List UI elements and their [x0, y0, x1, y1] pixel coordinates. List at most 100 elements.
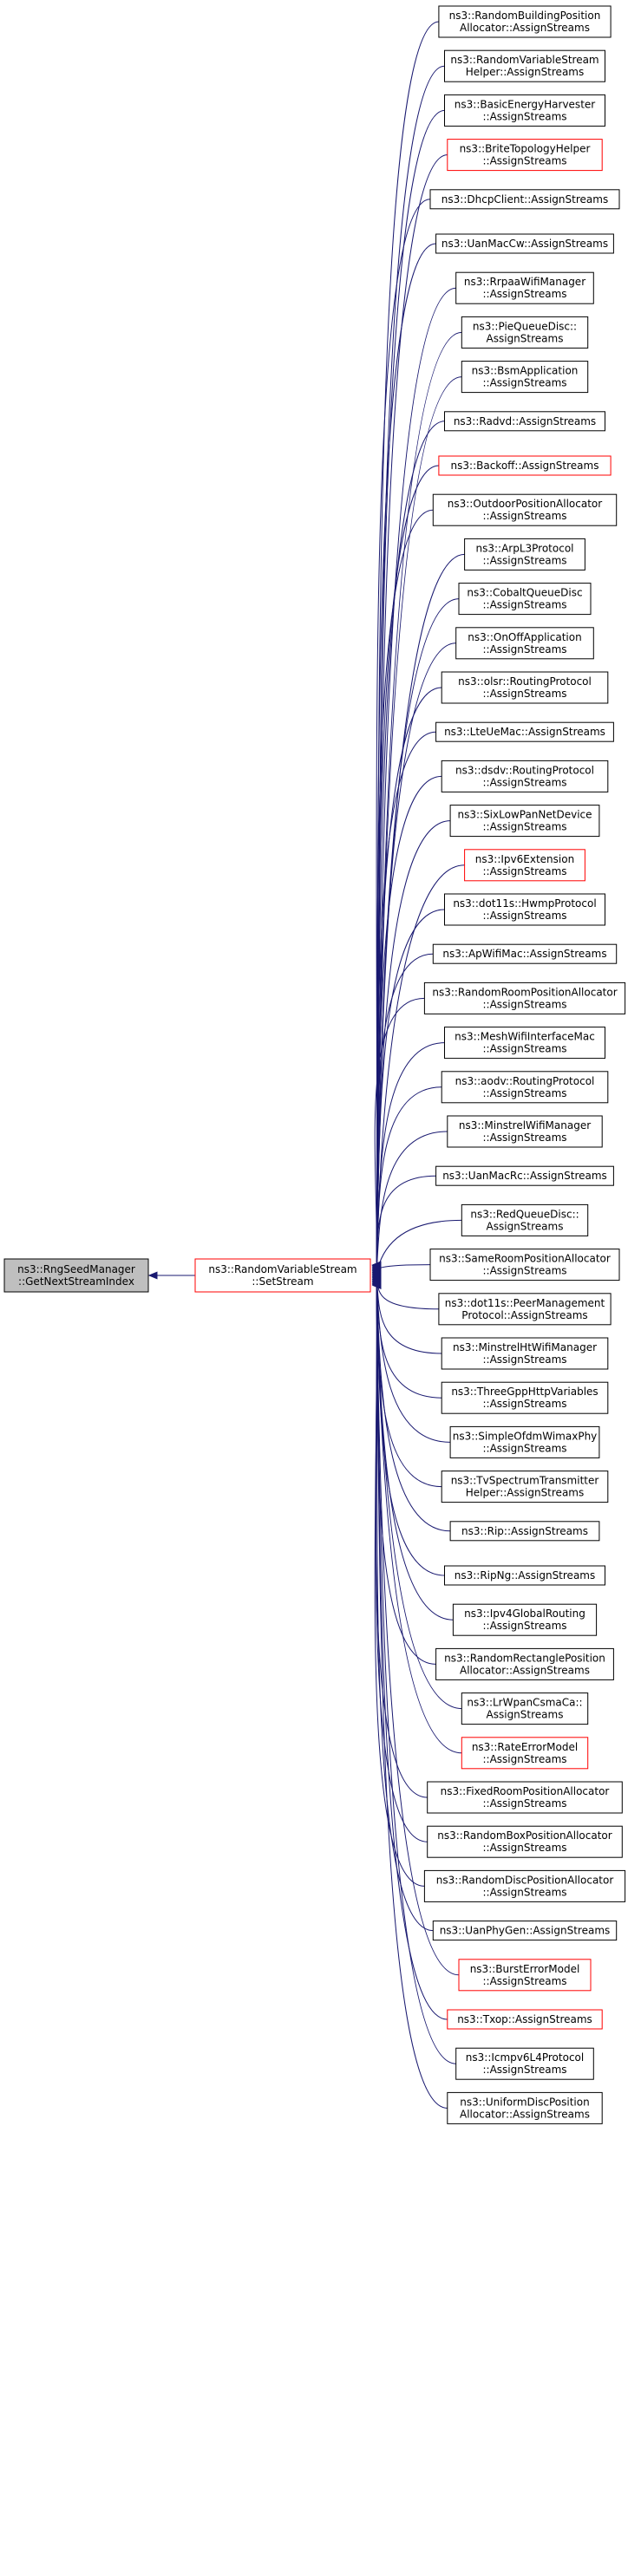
node-minstrelwifimanager-assignstreams[interactable]: ns3::MinstrelWifiManager::AssignStreams [447, 1115, 603, 1148]
node-backoff-assignstreams[interactable]: ns3::Backoff::AssignStreams [438, 455, 612, 476]
node-randomdiscpositionallocator-assignstreams-box [423, 1869, 626, 1902]
node-lrwpancsmaca-assignstreams[interactable]: ns3::LrWpanCsmaCa::AssignStreams [461, 1692, 589, 1725]
node-britetopologyhelper-assignstreams-box [447, 139, 603, 172]
node-dot11s-peermanagementprotocol-assignstreams[interactable]: ns3::dot11s::PeerManagementProtocol::Ass… [438, 1293, 612, 1326]
node-dsdv-routingprotocol-assignstreams[interactable]: ns3::dsdv::RoutingProtocol::AssignStream… [441, 760, 609, 792]
node-fixedroompositionallocator-assignstreams[interactable]: ns3::FixedRoomPositionAllocator::AssignS… [427, 1781, 623, 1814]
edge-randombuildingpositionallocator-assignstreams [376, 21, 439, 1266]
node-radvd-assignstreams[interactable]: ns3::Radvd::AssignStreams [444, 411, 605, 432]
node-randomvariablestreamhelper-assignstreams[interactable]: ns3::RandomVariableStreamHelper::AssignS… [444, 49, 605, 82]
node-lteuemac-assignstreams[interactable]: ns3::LteUeMac::AssignStreams [435, 721, 614, 742]
node-rateerrormodel-assignstreams-box [461, 1737, 589, 1770]
node-randomroompositionallocator-assignstreams[interactable]: ns3::RandomRoomPositionAllocator::Assign… [423, 981, 626, 1014]
edge-dsdv-routingprotocol-assignstreams [376, 775, 442, 1270]
edge-ipv6extension-assignstreams [376, 864, 465, 1271]
node-tvspectrumtransmitterhelper-assignstreams[interactable]: ns3::TvSpectrumTransmitterHelper::Assign… [441, 1471, 609, 1503]
node-rngseedmanager-getnextstreamindex[interactable]: ns3::RngSeedManager::GetNextStreamIndex [3, 1258, 149, 1293]
node-apwifimac-assignstreams[interactable]: ns3::ApWifiMac::AssignStreams [432, 943, 618, 964]
edge-uniformdiscpositionallocator-assignstreams [376, 1285, 448, 2109]
node-tvspectrumtransmitterhelper-assignstreams-label: Helper::AssignStreams [466, 1487, 585, 1499]
node-rip-assignstreams[interactable]: ns3::Rip::AssignStreams [449, 1521, 600, 1542]
node-uanphygen-assignstreams-box [432, 1921, 618, 1941]
node-randombuildingpositionallocator-assignstreams-label: ns3::RandomBuildingPosition [449, 10, 601, 22]
node-randomvariablestream-setstream[interactable]: ns3::RandomVariableStream::SetStream [194, 1258, 371, 1293]
node-cobaltqueuedisc-assignstreams[interactable]: ns3::CobaltQueueDisc::AssignStreams [458, 583, 592, 616]
node-uanmacrc-assignstreams-label: ns3::UanMacRc::AssignStreams [442, 1170, 607, 1182]
node-lrwpancsmaca-assignstreams-label: ns3::LrWpanCsmaCa:: [467, 1697, 582, 1709]
node-threegpphttpvariables-assignstreams-label: ns3::ThreeGppHttpVariables [451, 1386, 598, 1398]
node-sameroompositionallocator-assignstreams[interactable]: ns3::SameRoomPositionAllocator::AssignSt… [429, 1249, 620, 1281]
node-rateerrormodel-assignstreams-label: ::AssignStreams [482, 1753, 566, 1765]
node-randomboxpositionallocator-assignstreams-box [427, 1825, 623, 1858]
node-rrpaawifimanager-assignstreams-box [455, 271, 594, 304]
edge-sixlowpannetdevice-assignstreams [376, 820, 451, 1270]
node-lrwpancsmaca-assignstreams-box [461, 1692, 589, 1725]
node-lteuemac-assignstreams-label: ns3::LteUeMac::AssignStreams [444, 726, 605, 738]
node-basicenergyharvester-assignstreams-box [444, 94, 605, 127]
node-rrpaawifimanager-assignstreams[interactable]: ns3::RrpaaWifiManager::AssignStreams [455, 271, 594, 304]
node-icmpv6l4protocol-assignstreams[interactable]: ns3::Icmpv6L4Protocol::AssignStreams [455, 2047, 594, 2080]
node-dhcpclient-assignstreams[interactable]: ns3::DhcpClient::AssignStreams [429, 189, 620, 210]
node-uanmaccw-assignstreams[interactable]: ns3::UanMacCw::AssignStreams [435, 233, 614, 254]
node-bsmapplication-assignstreams[interactable]: ns3::BsmApplication::AssignStreams [461, 361, 589, 394]
node-randomdiscpositionallocator-assignstreams-label: ::AssignStreams [482, 1886, 566, 1898]
node-fixedroompositionallocator-assignstreams-label: ns3::FixedRoomPositionAllocator [441, 1785, 610, 1797]
node-aodv-routingprotocol-assignstreams[interactable]: ns3::aodv::RoutingProtocol::AssignStream… [441, 1071, 609, 1104]
node-minstrelhtwifimanager-assignstreams[interactable]: ns3::MinstrelHtWifiManager::AssignStream… [441, 1337, 609, 1370]
node-arpl3protocol-assignstreams-label: ns3::ArpL3Protocol [475, 542, 573, 554]
node-piequeuedisc-assignstreams[interactable]: ns3::PieQueueDisc::AssignStreams [461, 316, 589, 349]
node-randomvariablestream-setstream-box [194, 1258, 371, 1293]
nodes-layer: ns3::RandomBuildingPositionAllocator::As… [3, 5, 626, 2124]
edge-threegpphttpvariables-assignstreams [376, 1276, 442, 1399]
node-sixlowpannetdevice-assignstreams-label: ns3::SixLowPanNetDevice [457, 809, 592, 821]
node-rngseedmanager-getnextstreamindex-label: ::GetNextStreamIndex [18, 1275, 134, 1288]
node-bursterrormodel-assignstreams-box [458, 1959, 592, 1992]
node-dot11s-hwmpprotocol-assignstreams-box [444, 893, 605, 926]
node-ipv4globalrouting-assignstreams[interactable]: ns3::Ipv4GlobalRouting::AssignStreams [452, 1603, 598, 1636]
node-randomboxpositionallocator-assignstreams[interactable]: ns3::RandomBoxPositionAllocator::AssignS… [427, 1825, 623, 1858]
node-randomrectanglepositionallocator-assignstreams-box [435, 1647, 614, 1680]
node-uanphygen-assignstreams[interactable]: ns3::UanPhyGen::AssignStreams [432, 1921, 618, 1941]
node-fixedroompositionallocator-assignstreams-label: ::AssignStreams [482, 1797, 566, 1810]
node-uanmaccw-assignstreams-label: ns3::UanMacCw::AssignStreams [442, 238, 608, 250]
node-bursterrormodel-assignstreams[interactable]: ns3::BurstErrorModel::AssignStreams [458, 1959, 592, 1992]
node-dot11s-hwmpprotocol-assignstreams[interactable]: ns3::dot11s::HwmpProtocol::AssignStreams [444, 893, 605, 926]
node-olsr-routingprotocol-assignstreams-label: ::AssignStreams [482, 688, 566, 700]
node-randombuildingpositionallocator-assignstreams[interactable]: ns3::RandomBuildingPositionAllocator::As… [438, 5, 612, 38]
node-olsr-routingprotocol-assignstreams[interactable]: ns3::olsr::RoutingProtocol::AssignStream… [441, 671, 609, 704]
node-icmpv6l4protocol-assignstreams-label: ::AssignStreams [482, 2064, 566, 2076]
node-randomdiscpositionallocator-assignstreams-label: ns3::RandomDiscPositionAllocator [436, 1874, 614, 1886]
node-tvspectrumtransmitterhelper-assignstreams-box [441, 1471, 609, 1503]
edge-onoffapplication-assignstreams [376, 642, 456, 1268]
node-ipv6extension-assignstreams[interactable]: ns3::Ipv6Extension::AssignStreams [464, 849, 585, 882]
node-britetopologyhelper-assignstreams[interactable]: ns3::BriteTopologyHelper::AssignStreams [447, 139, 603, 172]
node-randomdiscpositionallocator-assignstreams[interactable]: ns3::RandomDiscPositionAllocator::Assign… [423, 1869, 626, 1902]
node-uniformdiscpositionallocator-assignstreams[interactable]: ns3::UniformDiscPositionAllocator::Assig… [447, 2091, 603, 2124]
node-txop-assignstreams[interactable]: ns3::Txop::AssignStreams [447, 2009, 603, 2030]
node-redqueuedisc-assignstreams[interactable]: ns3::RedQueueDisc::AssignStreams [461, 1203, 589, 1236]
node-uanmaccw-assignstreams-box [435, 233, 614, 254]
node-threegpphttpvariables-assignstreams-label: ::AssignStreams [482, 1398, 566, 1410]
node-meshwifiinterfacemac-assignstreams[interactable]: ns3::MeshWifiInterfaceMac::AssignStreams [444, 1027, 605, 1060]
node-sixlowpannetdevice-assignstreams[interactable]: ns3::SixLowPanNetDevice::AssignStreams [449, 805, 600, 838]
edge-dot11s-hwmpprotocol-assignstreams [376, 909, 445, 1271]
node-arpl3protocol-assignstreams[interactable]: ns3::ArpL3Protocol::AssignStreams [464, 538, 585, 571]
node-lteuemac-assignstreams-box [435, 721, 614, 742]
node-basicenergyharvester-assignstreams[interactable]: ns3::BasicEnergyHarvester::AssignStreams [444, 94, 605, 127]
node-rrpaawifimanager-assignstreams-label: ns3::RrpaaWifiManager [464, 276, 585, 288]
node-simpleofdmwimaxphy-assignstreams[interactable]: ns3::SimpleOfdmWimaxPhy::AssignStreams [449, 1425, 600, 1458]
node-sameroompositionallocator-assignstreams-label: ns3::SameRoomPositionAllocator [439, 1253, 611, 1265]
node-ripng-assignstreams[interactable]: ns3::RipNg::AssignStreams [444, 1565, 605, 1586]
node-randomrectanglepositionallocator-assignstreams[interactable]: ns3::RandomRectanglePositionAllocator::A… [435, 1647, 614, 1680]
node-rateerrormodel-assignstreams[interactable]: ns3::RateErrorModel::AssignStreams [461, 1737, 589, 1770]
node-uanmacrc-assignstreams[interactable]: ns3::UanMacRc::AssignStreams [435, 1165, 614, 1186]
node-onoffapplication-assignstreams[interactable]: ns3::OnOffApplication::AssignStreams [455, 627, 594, 660]
node-threegpphttpvariables-assignstreams[interactable]: ns3::ThreeGppHttpVariables::AssignStream… [441, 1381, 609, 1414]
edge-minstrelhtwifimanager-assignstreams [376, 1276, 442, 1354]
node-outdoorpositionallocator-assignstreams[interactable]: ns3::OutdoorPositionAllocator::AssignStr… [432, 493, 618, 526]
node-minstrelhtwifimanager-assignstreams-label: ns3::MinstrelHtWifiManager [453, 1341, 597, 1353]
node-rngseedmanager-getnextstreamindex-label: ns3::RngSeedManager [17, 1263, 135, 1275]
node-dhcpclient-assignstreams-box [429, 189, 620, 210]
node-cobaltqueuedisc-assignstreams-label: ns3::CobaltQueueDisc [467, 587, 582, 599]
